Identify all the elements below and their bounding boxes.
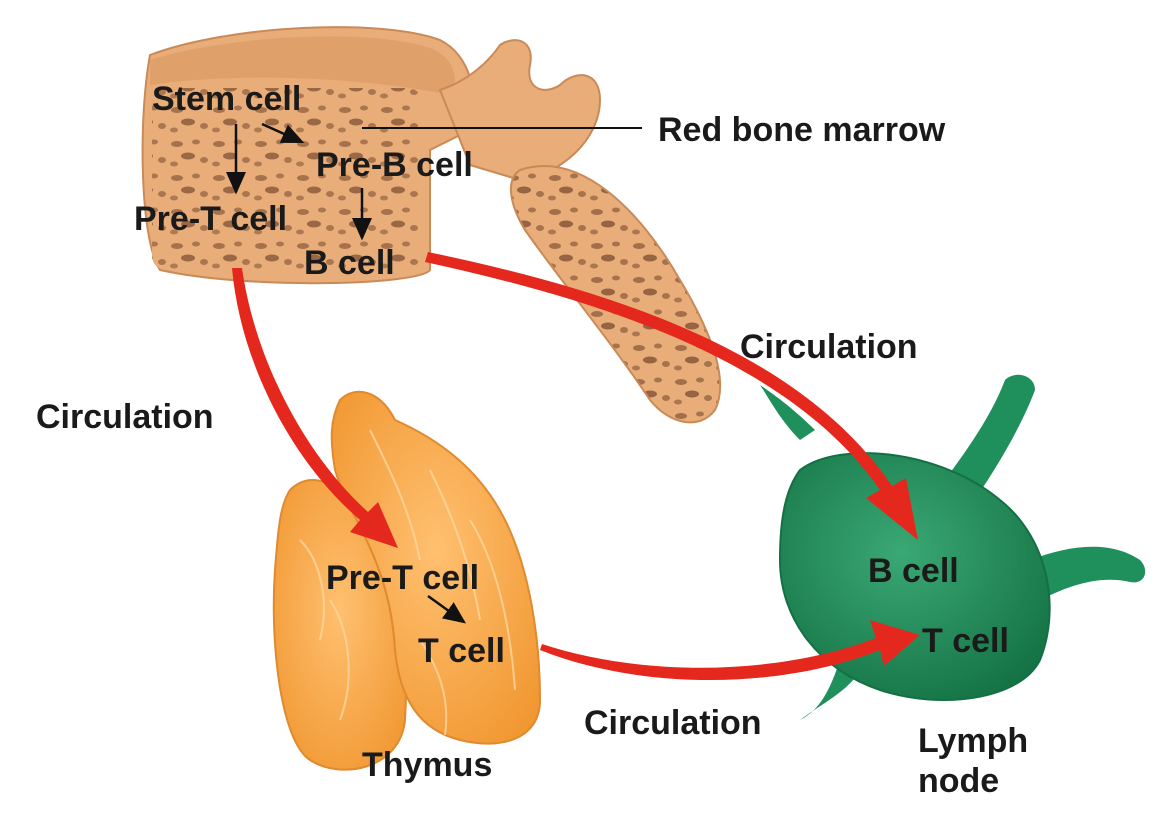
label-b-cell-node: B cell — [868, 552, 959, 590]
label-t-cell-thymus: T cell — [418, 632, 505, 670]
label-circulation-left: Circulation — [36, 398, 214, 436]
label-thymus: Thymus — [362, 746, 492, 784]
label-red-bone-marrow: Red bone marrow — [658, 111, 946, 149]
label-pre-t-cell-thymus: Pre-T cell — [326, 559, 479, 597]
lymph-node-organ — [760, 374, 1146, 720]
label-pre-b-cell: Pre-B cell — [316, 146, 473, 184]
lymph-vessel-bottom — [800, 660, 860, 720]
lymph-vessel-right — [1030, 546, 1146, 600]
circulation-arrows — [232, 252, 920, 680]
label-lymph: Lymph — [918, 722, 1028, 760]
label-stem-cell: Stem cell — [152, 80, 301, 118]
arrow-marrow-to-thymus — [232, 268, 398, 548]
thymus-lobule-lines — [299, 429, 516, 736]
vertebra-process-upper — [438, 39, 602, 182]
arrow-stem-to-pre-b — [261, 122, 305, 144]
lymph-vessel-left — [760, 385, 815, 440]
text-labels: Stem cell Red bone marrow Pre-B cell Pre… — [36, 80, 1028, 800]
thymus-organ — [272, 390, 542, 771]
development-arrows — [226, 122, 642, 624]
label-node: node — [918, 762, 999, 800]
label-t-cell-node: T cell — [922, 622, 1009, 660]
lymph-node-body — [778, 452, 1051, 701]
vertebra-top-surface — [150, 36, 455, 95]
arrow-thymus-to-lymph-node — [540, 620, 920, 680]
label-pre-t-cell-marrow: Pre-T cell — [134, 200, 287, 238]
label-circulation-right: Circulation — [740, 328, 918, 366]
arrow-pre-t-to-t-thymus — [427, 594, 467, 624]
label-circulation-bottom: Circulation — [584, 704, 762, 742]
label-b-cell-marrow: B cell — [304, 244, 395, 282]
vertebra-spinous-process — [509, 165, 722, 424]
